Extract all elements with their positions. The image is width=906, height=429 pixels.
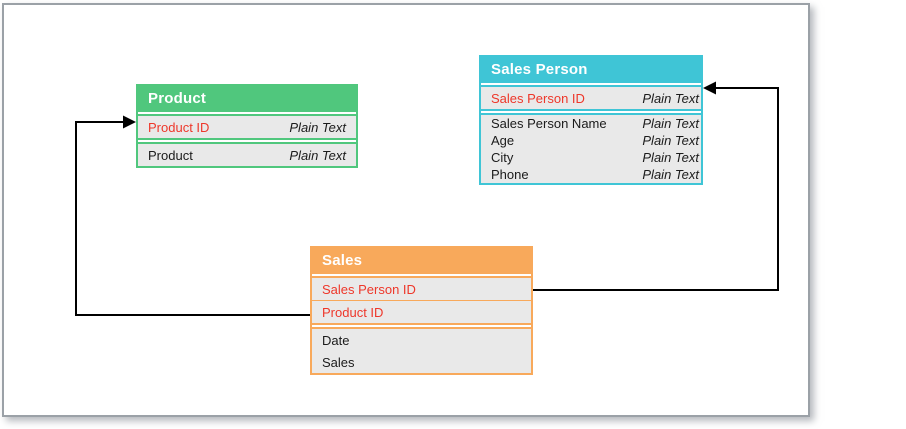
row-sales[interactable]: Sales — [312, 351, 531, 373]
row-product[interactable]: Product Plain Text — [138, 144, 356, 166]
table-product-title: Product — [148, 90, 207, 107]
row-sales-person-name[interactable]: Sales Person Name Plain Text — [481, 115, 701, 132]
field-name-sales-person-name: Sales Person Name — [491, 116, 607, 131]
table-product[interactable]: Product Product ID Plain Text Product Pl… — [136, 84, 358, 168]
field-name-sales-person-id-fk: Sales Person ID — [322, 281, 416, 297]
table-sales-person-title: Sales Person — [491, 61, 588, 78]
field-type-product: Plain Text — [289, 147, 346, 163]
field-name-sales: Sales — [322, 354, 355, 370]
table-sales[interactable]: Sales Sales Person ID Product ID Date Sa… — [310, 246, 533, 375]
field-type-product-id: Plain Text — [289, 119, 346, 135]
table-sales-person-attr-section: Sales Person Name Plain Text Age Plain T… — [481, 113, 701, 183]
field-name-product-id: Product ID — [148, 119, 210, 135]
field-name-sales-person-id: Sales Person ID — [491, 90, 585, 106]
table-product-header[interactable]: Product — [138, 86, 356, 112]
table-sales-person-header[interactable]: Sales Person — [481, 57, 701, 83]
field-type-city: Plain Text — [642, 150, 699, 165]
table-sales-title: Sales — [322, 252, 363, 269]
row-phone[interactable]: Phone Plain Text — [481, 166, 701, 183]
row-age[interactable]: Age Plain Text — [481, 132, 701, 149]
table-product-key-section: Product ID Plain Text — [138, 114, 356, 140]
table-product-attr-section: Product Plain Text — [138, 142, 356, 166]
field-name-phone: Phone — [491, 167, 529, 182]
table-sales-person-key-section: Sales Person ID Plain Text — [481, 85, 701, 111]
field-type-sales-person-id: Plain Text — [642, 90, 699, 106]
field-type-age: Plain Text — [642, 133, 699, 148]
table-sales-attr-section: Date Sales — [312, 327, 531, 373]
field-type-phone: Plain Text — [642, 167, 699, 182]
row-product-id-fk[interactable]: Product ID — [312, 300, 531, 323]
row-date[interactable]: Date — [312, 329, 531, 351]
table-sales-header[interactable]: Sales — [312, 248, 531, 274]
field-type-sales-person-name: Plain Text — [642, 116, 699, 131]
field-name-product: Product — [148, 147, 193, 163]
field-name-date: Date — [322, 332, 350, 348]
row-city[interactable]: City Plain Text — [481, 149, 701, 166]
row-sales-person-id-fk[interactable]: Sales Person ID — [312, 278, 531, 300]
row-product-id[interactable]: Product ID Plain Text — [138, 116, 356, 138]
field-name-city: City — [491, 150, 514, 165]
field-name-product-id-fk: Product ID — [322, 304, 384, 320]
table-sales-person[interactable]: Sales Person Sales Person ID Plain Text … — [479, 55, 703, 185]
row-sales-person-id[interactable]: Sales Person ID Plain Text — [481, 87, 701, 109]
table-sales-key-section: Sales Person ID Product ID — [312, 276, 531, 325]
field-name-age: Age — [491, 133, 515, 148]
